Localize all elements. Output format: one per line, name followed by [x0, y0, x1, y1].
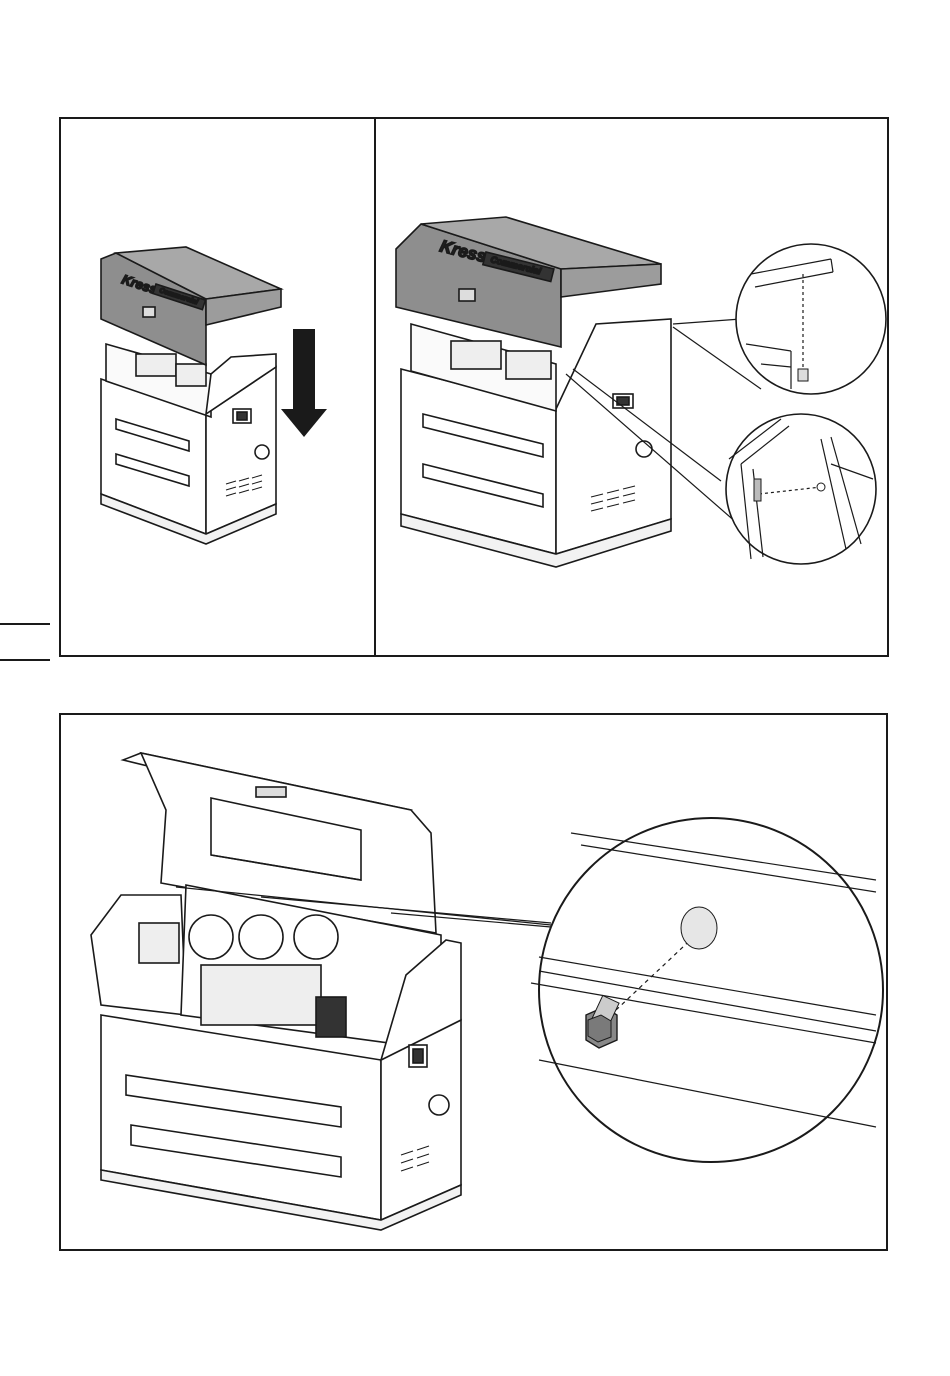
figure-panel-top: Kress Commercial — [59, 117, 889, 657]
arrow-down-icon — [281, 329, 327, 437]
cabinet-right-illustration — [401, 319, 671, 567]
illustration-top: Kress Commercial — [61, 119, 891, 659]
detail-callout-bolt — [531, 818, 883, 1162]
cover-left-illustration: Kress Commercial — [101, 247, 281, 365]
margin-rule-bottom — [0, 659, 50, 661]
illustration-bottom — [61, 715, 890, 1253]
cabinet-left-illustration — [101, 344, 276, 544]
figure-panel-bottom — [59, 713, 888, 1251]
detail-callout-upper — [736, 244, 886, 394]
margin-rule-top — [0, 623, 50, 625]
detail-callout-lower — [726, 414, 876, 564]
open-cabinet-illustration — [91, 885, 461, 1230]
